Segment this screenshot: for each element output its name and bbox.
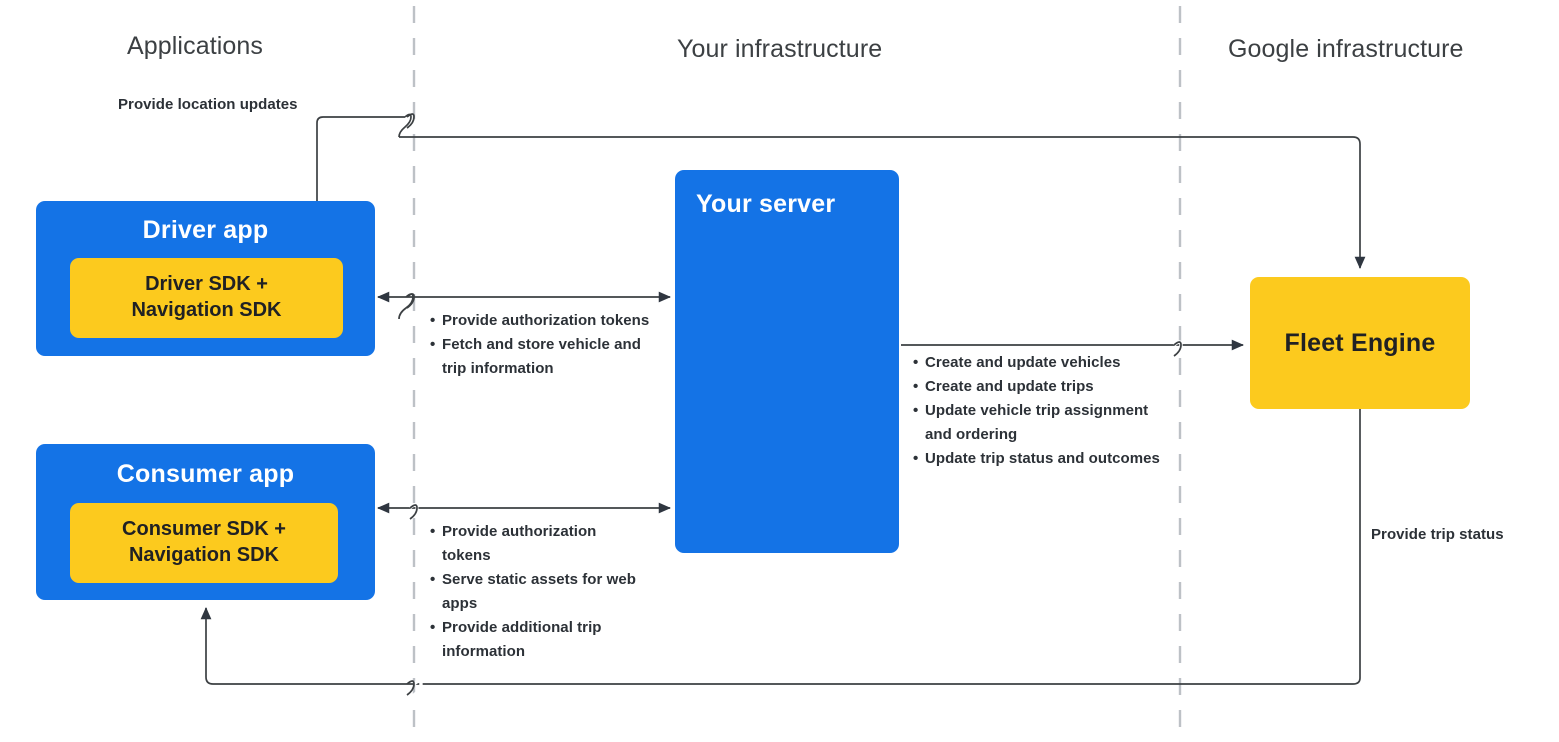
column-header-google-infrastructure: Google infrastructure (1228, 35, 1464, 63)
bullet-list: Provide authorization tokensServe static… (430, 520, 645, 664)
your-server-box: Your server (675, 170, 899, 553)
bullets-server-to-fleet-engine: Create and update vehiclesCreate and upd… (913, 351, 1163, 471)
list-item: Update trip status and outcomes (913, 447, 1163, 471)
list-item: Provide authorization tokens (430, 520, 645, 568)
bullets-consumer-to-server: Provide authorization tokensServe static… (430, 520, 645, 664)
bullet-list: Provide authorization tokensFetch and st… (430, 309, 655, 381)
line-jump-marks (406, 113, 415, 309)
edge-server-fleetengine (901, 339, 1244, 368)
driver-app-title: Driver app (142, 216, 269, 244)
edge-label-provide-location-updates: Provide location updates (118, 96, 298, 113)
driver-sdk-box: Driver SDK +Navigation SDK (70, 258, 343, 338)
edge-trip-status (200, 409, 1361, 707)
list-item: Create and update trips (913, 375, 1163, 399)
fleet-engine-title: Fleet Engine (1284, 328, 1436, 357)
your-server-title: Your server (696, 190, 836, 218)
column-header-applications: Applications (127, 32, 264, 60)
edge-consumer-server (377, 502, 671, 531)
list-item: Serve static assets for web apps (430, 568, 645, 616)
fleet-engine-box: Fleet Engine (1250, 277, 1470, 409)
list-item: Update vehicle trip assignment and order… (913, 399, 1163, 447)
list-item: Fetch and store vehicle and trip informa… (430, 333, 655, 381)
column-header-your-infrastructure: Your infrastructure (677, 35, 883, 63)
list-item: Create and update vehicles (913, 351, 1163, 375)
list-item: Provide authorization tokens (430, 309, 655, 333)
consumer-app-title: Consumer app (116, 460, 295, 488)
list-item: Provide additional trip information (430, 616, 645, 664)
consumer-sdk-box: Consumer SDK +Navigation SDK (70, 503, 338, 583)
edge-label-provide-trip-status: Provide trip status (1371, 526, 1504, 543)
bullets-driver-to-server: Provide authorization tokensFetch and st… (430, 309, 655, 381)
bullet-list: Create and update vehiclesCreate and upd… (913, 351, 1163, 471)
